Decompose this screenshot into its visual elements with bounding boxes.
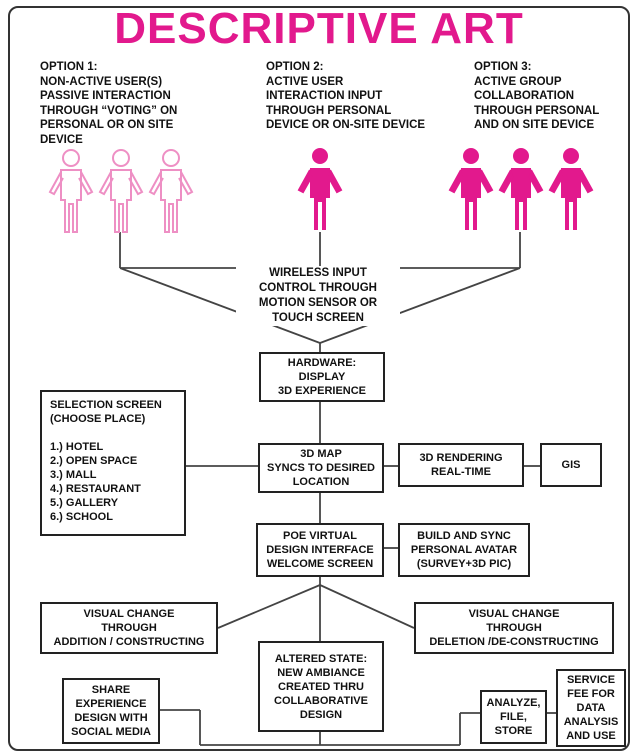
3d-rendering-box: 3D RENDERING REAL-TIME: [398, 443, 524, 487]
visual-change-deletion-box: VISUAL CHANGE THROUGH DELETION /DE-CONST…: [414, 602, 614, 654]
analyze-file-store-box: ANALYZE, FILE, STORE: [480, 690, 547, 744]
service-fee-box: SERVICE FEE FOR DATA ANALYSIS AND USE: [556, 669, 626, 747]
option-1-text: OPTION 1: NON-ACTIVE USER(S) PASSIVE INT…: [40, 61, 178, 146]
wireless-input-label: WIRELESS INPUT CONTROL THROUGH MOTION SE…: [236, 266, 400, 326]
altered-state-box: ALTERED STATE: NEW AMBIANCE CREATED THRU…: [258, 641, 384, 732]
personal-avatar-box: BUILD AND SYNC PERSONAL AVATAR (SURVEY+3…: [398, 523, 530, 577]
group-user-figure-icon: [498, 148, 544, 230]
passive-user-figure-icon: [48, 149, 94, 233]
group-user-figure-icon: [448, 148, 494, 230]
active-user-figure-icon: [297, 148, 343, 230]
visual-change-addition-box: VISUAL CHANGE THROUGH ADDITION / CONSTRU…: [40, 602, 218, 654]
passive-user-figure-icon: [148, 149, 194, 233]
selection-screen-box: SELECTION SCREEN (CHOOSE PLACE) 1.) HOTE…: [40, 390, 186, 536]
passive-user-figure-icon: [98, 149, 144, 233]
option-3-text: OPTION 3: ACTIVE GROUP COLLABORATION THR…: [474, 61, 600, 131]
gis-box: GIS: [540, 443, 602, 487]
hardware-display-box: HARDWARE: DISPLAY 3D EXPERIENCE: [259, 352, 385, 402]
option-2-text: OPTION 2: ACTIVE USER INTERACTION INPUT …: [266, 61, 426, 131]
group-user-figure-icon: [548, 148, 594, 230]
page-title: DESCRIPTIVE ART: [114, 4, 524, 53]
poe-interface-box: POE VIRTUAL DESIGN INTERFACE WELCOME SCR…: [256, 523, 384, 577]
share-experience-box: SHARE EXPERIENCE DESIGN WITH SOCIAL MEDI…: [62, 678, 160, 744]
3d-map-box: 3D MAP SYNCS TO DESIRED LOCATION: [258, 443, 384, 493]
